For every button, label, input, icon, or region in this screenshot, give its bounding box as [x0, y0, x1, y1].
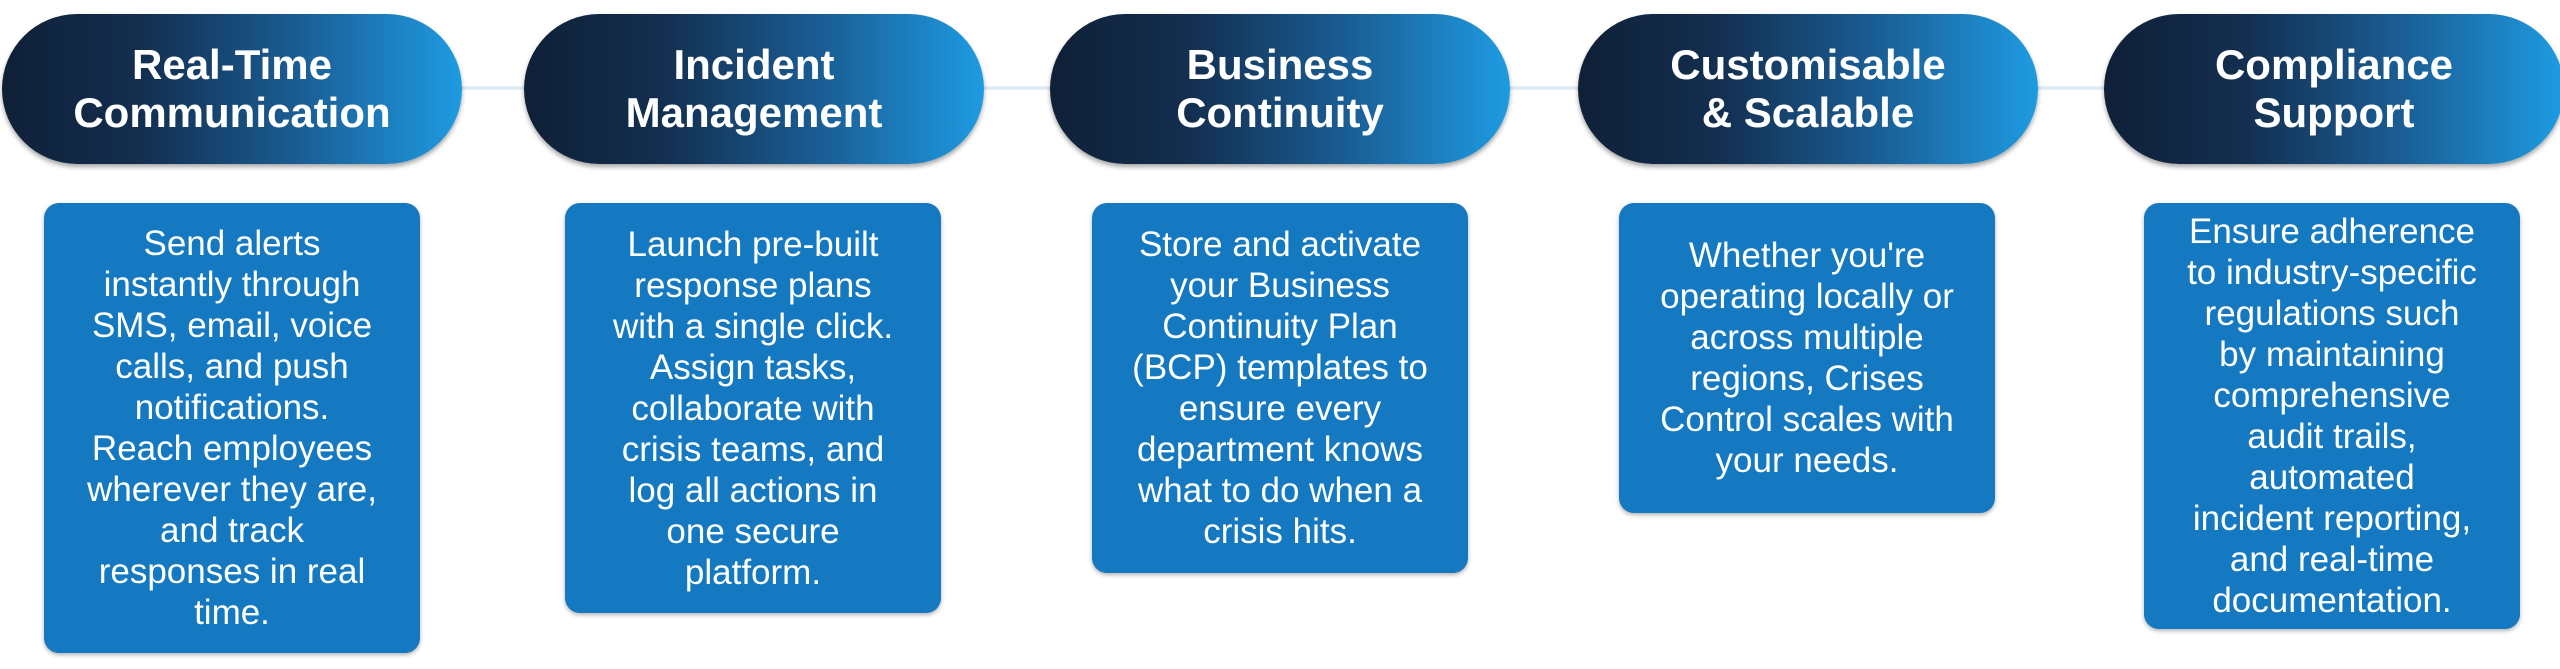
- feature-description: Send alerts instantly through SMS, email…: [87, 224, 377, 632]
- feature-title: Incident Management: [625, 41, 883, 136]
- feature-header-incident-management: Incident Management: [524, 14, 984, 164]
- feature-title: Compliance Support: [2214, 41, 2454, 136]
- feature-header-customisable-scalable: Customisable & Scalable: [1578, 14, 2038, 164]
- feature-card-incident-management: Launch pre-built response plans with a s…: [565, 203, 941, 613]
- connector-line-1: [456, 86, 526, 90]
- connector-line-2: [980, 86, 1052, 90]
- connector-line-4: [2032, 86, 2104, 90]
- feature-description: Whether you're operating locally or acro…: [1660, 236, 1954, 480]
- feature-card-real-time-communication: Send alerts instantly through SMS, email…: [44, 203, 420, 653]
- feature-description: Store and activate your Business Continu…: [1132, 225, 1428, 551]
- feature-header-real-time-communication: Real-Time Communication: [2, 14, 462, 164]
- feature-card-customisable-scalable: Whether you're operating locally or acro…: [1619, 203, 1995, 513]
- feature-title: Business Continuity: [1176, 41, 1384, 136]
- connector-line-3: [1506, 86, 1578, 90]
- feature-title: Real-Time Communication: [73, 41, 391, 136]
- feature-card-business-continuity: Store and activate your Business Continu…: [1092, 203, 1468, 573]
- feature-title: Customisable & Scalable: [1670, 41, 1946, 136]
- feature-header-compliance-support: Compliance Support: [2104, 14, 2560, 164]
- feature-header-business-continuity: Business Continuity: [1050, 14, 1510, 164]
- feature-card-compliance-support: Ensure adherence to industry-specific re…: [2144, 203, 2520, 629]
- feature-description: Launch pre-built response plans with a s…: [612, 224, 894, 592]
- feature-description: Ensure adherence to industry-specific re…: [2187, 212, 2477, 620]
